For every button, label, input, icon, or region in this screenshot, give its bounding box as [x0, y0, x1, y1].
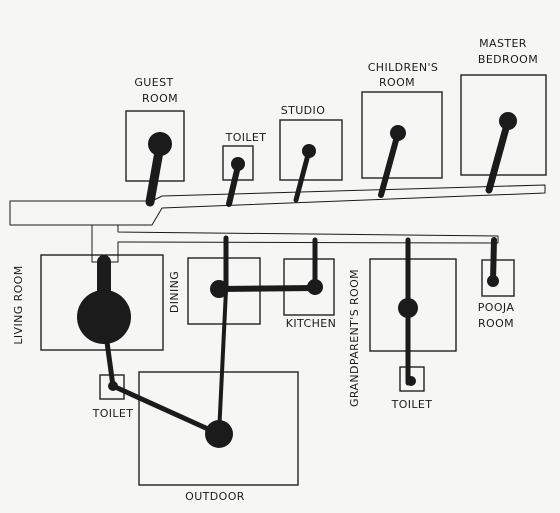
guest-room-node: [148, 132, 172, 156]
toilet-right-box: [399, 366, 425, 392]
lower-corridor: [91, 224, 499, 263]
grandparents-room-label: GRANDPARENT'S ROOM: [348, 269, 361, 407]
pooja-room-box: [481, 259, 515, 297]
grandparents-room-node: [398, 298, 418, 318]
toilet-left-label: TOILET: [92, 407, 134, 420]
link-pooja-room: [490, 237, 497, 284]
kitchen-node: [307, 279, 323, 295]
outdoor-label: OUTDOOR: [185, 490, 245, 503]
toilet-right-label: TOILET: [391, 398, 433, 411]
guest-room-label-2: ROOM: [142, 92, 178, 105]
link-dining-to-outdoor: [217, 288, 228, 436]
studio-box: [279, 119, 343, 181]
link-childrens-room: [378, 130, 401, 198]
toilet-top-box: [222, 145, 254, 181]
master-bedroom-label-2: BEDROOM: [478, 53, 538, 66]
master-bedroom-label: MASTER: [479, 37, 527, 50]
pooja-room-label: POOJA: [478, 301, 515, 314]
pooja-room-label-2: ROOM: [478, 317, 514, 330]
toilet-top-node: [231, 157, 245, 171]
living-room-node: [77, 290, 131, 344]
link-toilet-top: [226, 163, 241, 207]
studio-node: [302, 144, 316, 158]
guest-room-label: GUEST: [134, 76, 173, 89]
pooja-room-node: [487, 275, 499, 287]
toilet-right-node: [406, 376, 416, 386]
main-corridor: [9, 184, 546, 226]
toilet-left-node: [108, 381, 118, 391]
link-studio: [293, 148, 312, 203]
childrens-room-box: [361, 91, 443, 179]
outdoor-box: [138, 371, 299, 486]
living-room-label: LIVING ROOM: [12, 265, 25, 344]
dining-node: [210, 280, 228, 298]
master-bedroom-node: [499, 112, 517, 130]
childrens-room-label-2: ROOM: [379, 76, 415, 89]
kitchen-label: KITCHEN: [286, 317, 336, 330]
link-toilet-to-outdoor: [110, 383, 222, 437]
outdoor-node: [205, 420, 233, 448]
link-master-bedroom: [485, 117, 512, 194]
grandparents-room-box: [369, 258, 457, 352]
master-bedroom-box: [460, 74, 547, 176]
link-dining-kitchen: [216, 285, 318, 292]
studio-label: STUDIO: [281, 104, 326, 117]
living-room-box: [40, 254, 164, 351]
dining-label: DINING: [168, 271, 181, 313]
toilet-top-label: TOILET: [225, 131, 267, 144]
childrens-room-node: [390, 125, 406, 141]
childrens-room-label: CHILDREN'S: [368, 61, 439, 74]
